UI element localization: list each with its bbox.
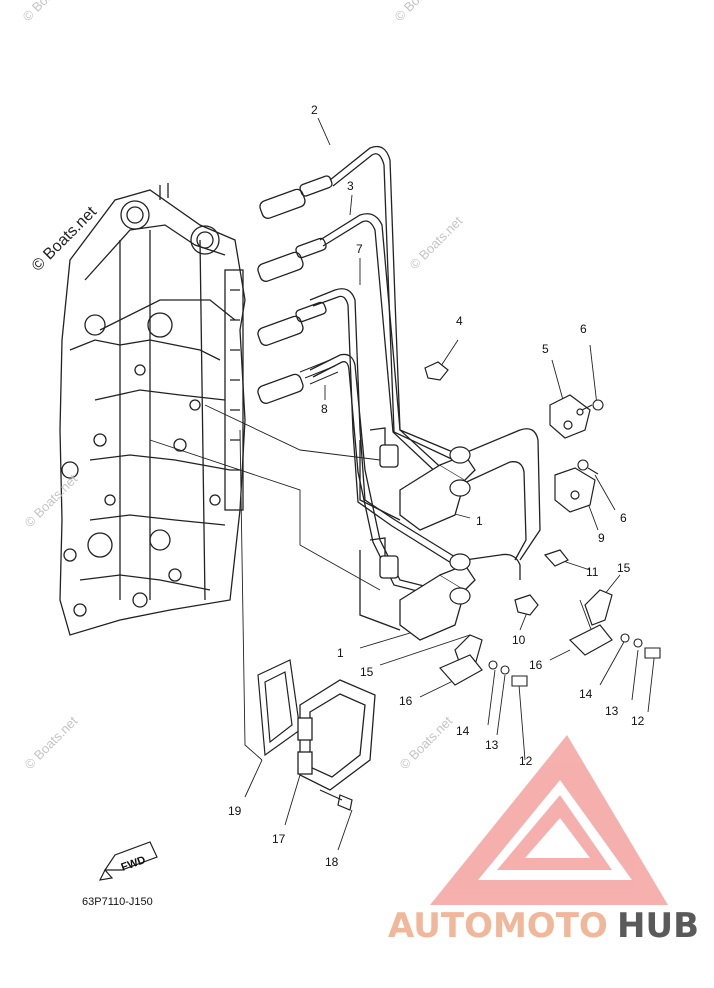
callout-3: 3: [347, 179, 354, 193]
callout-13-lower: 13: [485, 738, 499, 752]
callout-12-upper: 12: [631, 714, 645, 728]
part-code: 63P7110-J150: [82, 896, 153, 908]
callout-11: 11: [586, 565, 599, 579]
watermark-top-center: © Boats.net: [392, 0, 451, 24]
part-4-clip: [424, 361, 449, 381]
washers-and-bolts: [488, 633, 661, 687]
part-15-plate-upper: [584, 589, 613, 626]
callout-8: 8: [321, 402, 328, 416]
part-19-gasket: [257, 659, 301, 757]
callout-14-lower: 14: [456, 724, 470, 738]
watermark-low-center: © Boats.net: [397, 713, 456, 772]
spark-plug-leads: [257, 145, 541, 602]
callout-6-lower: 6: [620, 511, 627, 525]
callout-1-upper: 1: [476, 514, 483, 528]
part-18-bolt: [319, 789, 353, 811]
automotohub-logo: AUTOMOTO HUB: [388, 906, 699, 946]
callout-14-upper: 14: [579, 687, 593, 701]
callout-15-upper: 15: [617, 561, 631, 575]
callout-12-lower: 12: [519, 754, 533, 768]
callout-16-lower: 16: [399, 694, 413, 708]
part-9-bracket: [554, 467, 596, 513]
watermark-low-left: © Boats.net: [22, 713, 81, 772]
part-16-rubber-lower: [439, 654, 483, 686]
watermark-mid-left: © Boats.net: [22, 471, 81, 530]
watermark-mid-right: © Boats.net: [407, 213, 466, 272]
logo-text-automoto: AUTOMOTO: [388, 906, 608, 946]
callout-17: 17: [272, 832, 286, 846]
engine-block: [59, 183, 246, 636]
callout-1-lower: 1: [337, 646, 344, 660]
callout-9: 9: [598, 531, 605, 545]
callout-6-upper: 6: [580, 322, 587, 336]
part-10-holder: [514, 594, 539, 616]
callout-4: 4: [456, 314, 463, 328]
callout-2: 2: [311, 103, 318, 117]
callout-5: 5: [542, 342, 549, 356]
callout-7: 7: [356, 242, 363, 256]
callout-19: 19: [228, 804, 242, 818]
callout-16-upper: 16: [529, 658, 543, 672]
watermark-main: © Boats.net: [29, 203, 101, 275]
callout-15-lower: 15: [360, 665, 374, 679]
coil-boots: [449, 446, 471, 605]
part-11-clamp: [543, 549, 569, 567]
automotohub-triangle-logo: [430, 735, 668, 905]
part-17-cdi-unit: [297, 679, 376, 791]
part-6-screw-lower: [577, 459, 599, 475]
part-16-rubber-upper: [568, 624, 613, 656]
callout-numbers: 2 3 7 8 4 5 6 6 9 1 1 11 15 15 10 16 16 …: [228, 103, 645, 869]
ignition-coil-lower: [359, 537, 476, 641]
logo-text-hub: HUB: [617, 906, 699, 946]
part-6-screw-upper: [581, 399, 604, 411]
callout-10: 10: [512, 633, 526, 647]
watermark-top-left: © Boats.net: [20, 0, 79, 24]
part-5-bracket: [549, 394, 591, 439]
callout-18: 18: [325, 855, 339, 869]
callout-13-upper: 13: [605, 704, 619, 718]
fwd-arrow-icon: [98, 841, 158, 881]
